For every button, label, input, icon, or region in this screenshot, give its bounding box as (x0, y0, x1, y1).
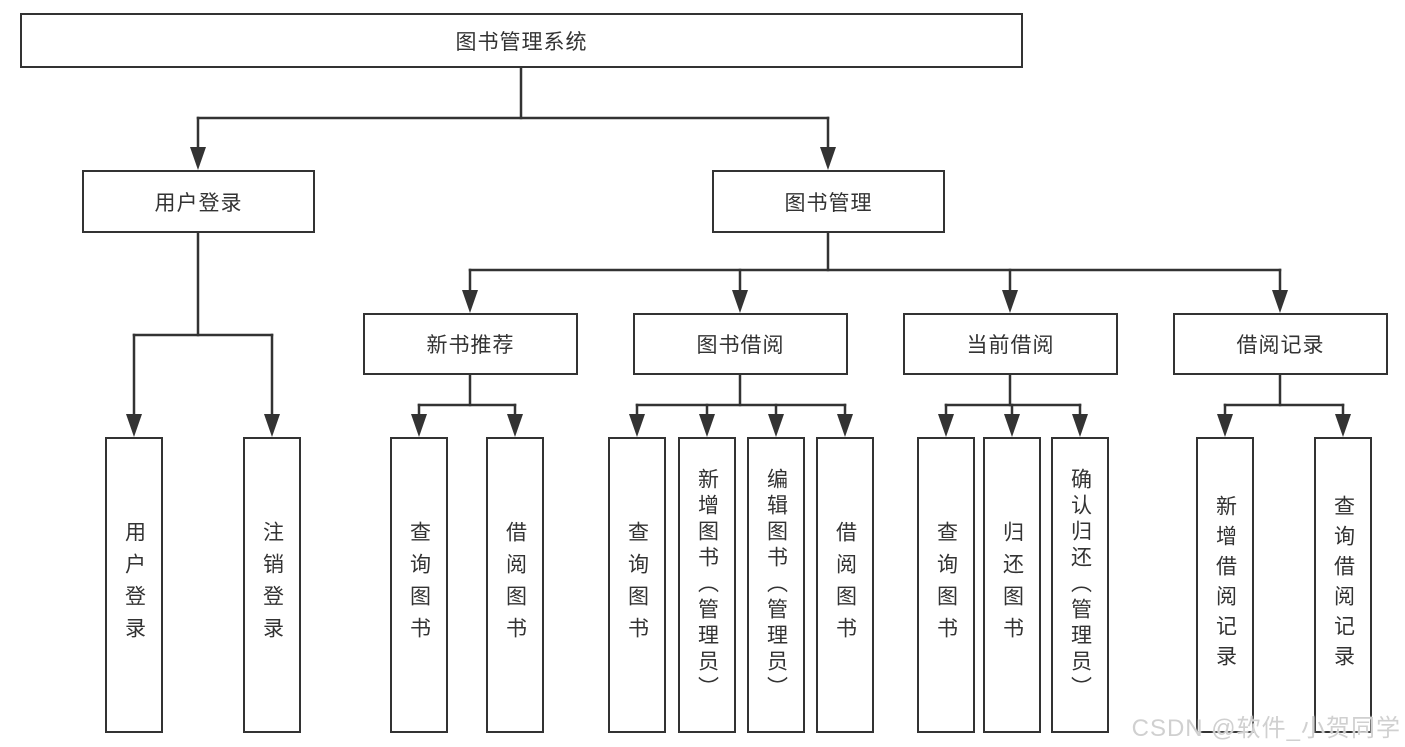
leaf-borrow-query: 查询图书 (608, 437, 666, 733)
leaf-borrow-query-label: 查询图书 (625, 521, 649, 649)
leaf-current-return-label: 归还图书 (1000, 521, 1024, 649)
leaf-borrow-add-book: 新增图书（管理员） (678, 437, 736, 733)
node-current-borrow-label: 当前借阅 (966, 334, 1055, 357)
node-borrow-records: 借阅记录 (1173, 313, 1388, 375)
node-book-borrow: 图书借阅 (633, 313, 848, 375)
node-user-login: 用户登录 (82, 170, 315, 233)
node-root-label: 图书管理系统 (455, 30, 588, 54)
leaf-borrow-add-book-label: 新增图书（管理员） (695, 468, 719, 702)
leaf-records-query: 查询借阅记录 (1314, 437, 1372, 733)
leaf-user-login: 用户登录 (105, 437, 163, 733)
node-user-login-label: 用户登录 (154, 191, 243, 215)
node-new-book-recommend-label: 新书推荐 (426, 334, 515, 357)
leaf-newbook-query: 查询图书 (390, 437, 448, 733)
node-book-management-label: 图书管理 (784, 191, 873, 215)
leaf-current-query-label: 查询图书 (934, 521, 958, 649)
leaf-logout-label: 注销登录 (260, 521, 284, 649)
leaf-records-add-label: 新增借阅记录 (1213, 495, 1237, 675)
leaf-current-confirm-return-label: 确认归还（管理员） (1068, 468, 1092, 702)
node-root: 图书管理系统 (20, 13, 1023, 68)
leaf-current-return: 归还图书 (983, 437, 1041, 733)
leaf-user-login-label: 用户登录 (122, 521, 146, 649)
leaf-records-query-label: 查询借阅记录 (1331, 495, 1355, 675)
node-new-book-recommend: 新书推荐 (363, 313, 578, 375)
leaf-borrow-borrow-book-label: 借阅图书 (833, 521, 857, 649)
node-book-borrow-label: 图书借阅 (696, 334, 785, 357)
leaf-newbook-borrow: 借阅图书 (486, 437, 544, 733)
leaf-current-query: 查询图书 (917, 437, 975, 733)
leaf-logout: 注销登录 (243, 437, 301, 733)
leaf-current-confirm-return: 确认归还（管理员） (1051, 437, 1109, 733)
leaf-borrow-edit-book-label: 编辑图书（管理员） (764, 468, 788, 702)
node-book-management: 图书管理 (712, 170, 945, 233)
leaf-newbook-borrow-label: 借阅图书 (503, 521, 527, 649)
csdn-watermark: CSDN @软件_小贺同学 (1131, 715, 1401, 742)
leaf-borrow-borrow-book: 借阅图书 (816, 437, 874, 733)
leaf-newbook-query-label: 查询图书 (407, 521, 431, 649)
leaf-records-add: 新增借阅记录 (1196, 437, 1254, 733)
node-borrow-records-label: 借阅记录 (1236, 334, 1325, 357)
leaf-borrow-edit-book: 编辑图书（管理员） (747, 437, 805, 733)
node-current-borrow: 当前借阅 (903, 313, 1118, 375)
